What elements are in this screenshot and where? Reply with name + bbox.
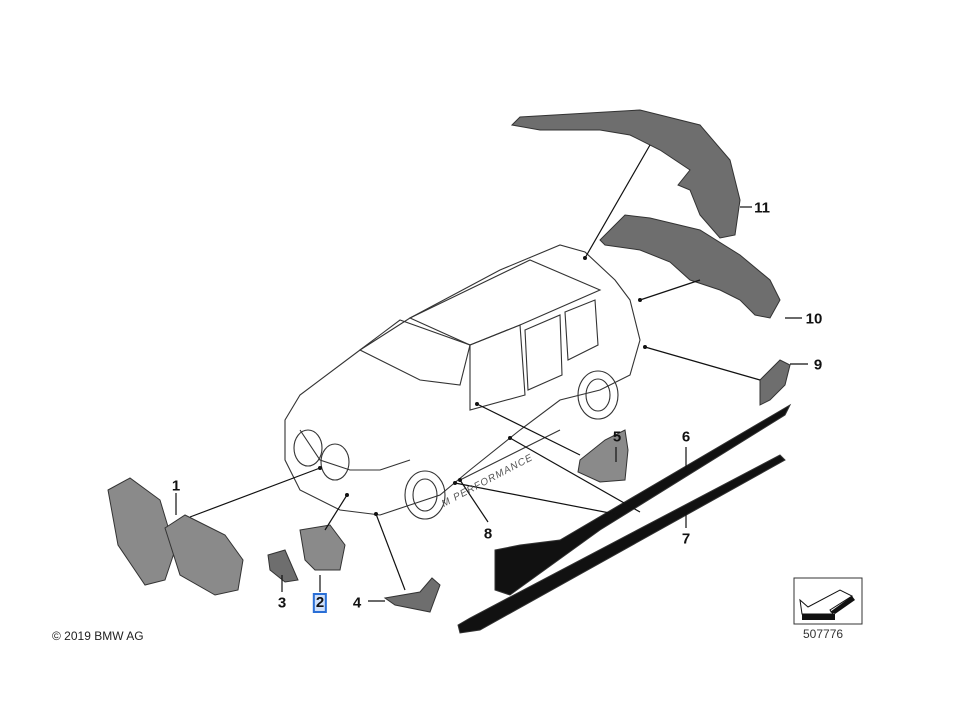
part-2-air-curtain (299, 524, 346, 571)
part-9-bracket (759, 359, 791, 406)
callout-6[interactable]: 6 (681, 428, 691, 446)
callout-2-selected[interactable]: 2 (312, 593, 328, 613)
part-6-side-skirt (494, 403, 792, 596)
part-5-mirror-cap (577, 429, 629, 483)
callout-1[interactable]: 1 (171, 477, 181, 495)
part-10-rear-diffuser (599, 214, 781, 319)
part-7-side-decal (457, 454, 786, 634)
callout-9[interactable]: 9 (813, 356, 823, 374)
leader-dots (318, 256, 647, 516)
callout-5[interactable]: 5 (612, 428, 622, 446)
callout-3[interactable]: 3 (277, 594, 287, 612)
callout-8[interactable]: 8 (483, 525, 493, 543)
callout-10[interactable]: 10 (805, 310, 823, 328)
callout-4[interactable]: 4 (352, 594, 362, 612)
direction-icon-box (793, 577, 863, 625)
part-1-kidney-grille (107, 477, 244, 596)
diagram-code: 507776 (803, 627, 844, 641)
callout-7[interactable]: 7 (681, 530, 691, 548)
part-3-trim (267, 549, 299, 583)
part-11-rear-spoiler (510, 109, 741, 239)
leader-lines (175, 144, 808, 602)
car-outline (284, 244, 641, 520)
part-4-flap (383, 577, 441, 613)
callout-11[interactable]: 11 (754, 199, 770, 217)
parts (107, 109, 792, 634)
copyright-text: © 2019 BMW AG (52, 629, 144, 643)
